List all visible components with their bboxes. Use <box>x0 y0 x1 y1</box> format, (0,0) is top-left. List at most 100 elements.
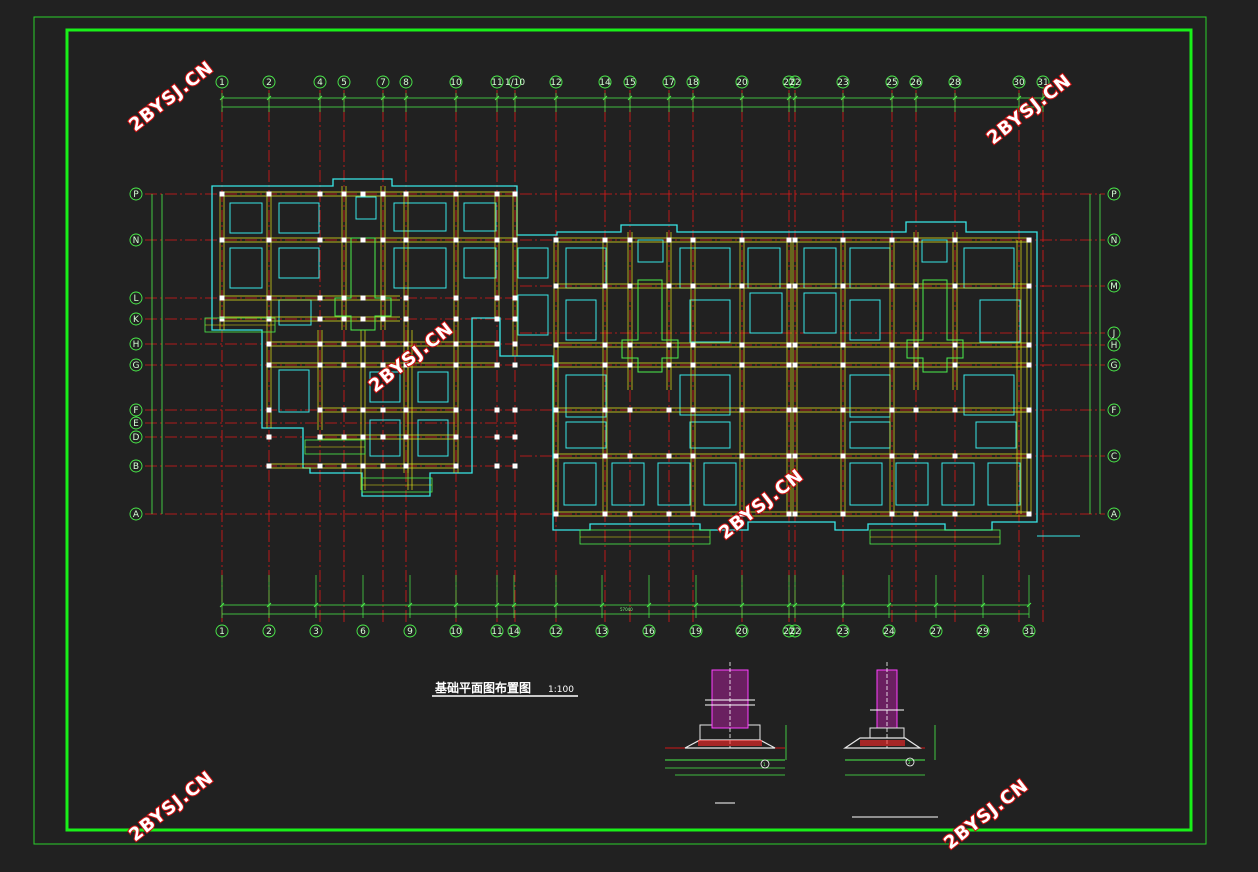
dim-slash <box>511 602 517 608</box>
dim-slash <box>553 602 559 608</box>
top-axis-bubble: 20 <box>736 78 748 88</box>
footing-pad <box>921 239 948 263</box>
footing-pad <box>963 247 1015 289</box>
column-node <box>512 434 518 440</box>
stair-core <box>334 237 392 331</box>
footing-pad <box>747 247 781 289</box>
footing-pad <box>849 462 883 506</box>
column-node <box>341 237 347 243</box>
column-node <box>1026 283 1032 289</box>
footing-pad <box>895 462 929 506</box>
dim-slash <box>666 95 672 101</box>
column-node <box>219 316 225 322</box>
footing-pad <box>565 421 607 449</box>
column-node <box>690 283 696 289</box>
right-axis-bubble: M <box>1110 282 1118 292</box>
dim-slash <box>599 602 605 608</box>
footing-pad <box>849 421 891 449</box>
watermark-bottom-left: 2BYSJ.CN <box>125 767 218 846</box>
dim-slash <box>494 602 500 608</box>
top-axis-bubble-circle <box>662 75 676 89</box>
dim-slash <box>786 602 792 608</box>
column-node <box>840 407 846 413</box>
column-node <box>380 463 386 469</box>
dim-slash <box>693 602 699 608</box>
column-node <box>913 283 919 289</box>
left-axis-bubble-circle <box>129 416 143 430</box>
column-node <box>792 511 798 517</box>
column-node <box>1026 237 1032 243</box>
top-axis-bubble: 10 <box>450 78 462 88</box>
column-node <box>266 237 272 243</box>
column-node <box>792 407 798 413</box>
footing-pad <box>355 196 377 220</box>
right-axis-bubble-circle <box>1107 449 1121 463</box>
watermark-bottom-right: 2BYSJ.CN <box>940 775 1033 854</box>
column-node <box>341 191 347 197</box>
column-node <box>602 407 608 413</box>
bottom-axis-bubble-circle <box>507 624 521 638</box>
footing-pad <box>393 247 447 289</box>
column-node <box>553 342 559 348</box>
column-node <box>380 362 386 368</box>
dim-slash <box>602 95 608 101</box>
column-node <box>840 453 846 459</box>
column-node <box>266 191 272 197</box>
top-axis-bubble: 11 <box>491 78 502 88</box>
column-node <box>341 407 347 413</box>
column-node <box>380 407 386 413</box>
column-node <box>739 237 745 243</box>
column-node <box>453 316 459 322</box>
left-axis-bubble: F <box>133 406 138 416</box>
column-node <box>602 342 608 348</box>
top-axis-bubble: 2 <box>266 78 272 88</box>
dim-slash <box>627 95 633 101</box>
column-node <box>1026 511 1032 517</box>
column-node <box>889 283 895 289</box>
column-node <box>690 511 696 517</box>
column-node <box>453 434 459 440</box>
column-node <box>380 341 386 347</box>
bottom-axis-bubble: 10 <box>450 627 462 637</box>
column-node <box>952 453 958 459</box>
column-node <box>690 407 696 413</box>
top-axis-bubble: 8 <box>403 78 409 88</box>
column-node <box>792 342 798 348</box>
column-node <box>786 407 792 413</box>
dim-slash <box>690 95 696 101</box>
bottom-axis-bubble-circle <box>689 624 703 638</box>
bottom-axis-bubble-circle <box>976 624 990 638</box>
footing-pad <box>565 374 607 418</box>
column-node <box>360 191 366 197</box>
left-axis-bubble: P <box>133 190 139 200</box>
top-axis-bubble: 28 <box>949 78 961 88</box>
column-node <box>494 434 500 440</box>
left-axis-bubble-circle <box>129 187 143 201</box>
top-axis-bubble: 1 <box>219 78 225 88</box>
bottom-axis-bubble: 12 <box>550 627 561 637</box>
column-node <box>913 237 919 243</box>
column-node <box>553 511 559 517</box>
column-node <box>317 237 323 243</box>
footing-pad <box>463 247 497 279</box>
column-node <box>553 283 559 289</box>
bottom-axis-bubble: 1 <box>219 627 225 637</box>
column-node <box>453 341 459 347</box>
top-axis-bubble: 12 <box>550 78 561 88</box>
bottom-axis-bubble-circle <box>882 624 896 638</box>
column-node <box>512 316 518 322</box>
top-axis-bubble-circle <box>313 75 327 89</box>
footing-pad <box>517 247 549 279</box>
left-axis-bubble-circle <box>129 291 143 305</box>
right-axis-bubble: P <box>1111 190 1117 200</box>
footing-pad <box>987 462 1021 506</box>
dim-slash <box>840 602 846 608</box>
footing-pad <box>565 247 607 289</box>
column-node <box>403 316 409 322</box>
footing-pad <box>278 369 310 413</box>
left-axis-bubble-circle <box>129 233 143 247</box>
dim-slash <box>646 602 652 608</box>
bottom-axis-bubble: 31 <box>1023 627 1034 637</box>
top-axis-bubble-circle <box>549 75 563 89</box>
